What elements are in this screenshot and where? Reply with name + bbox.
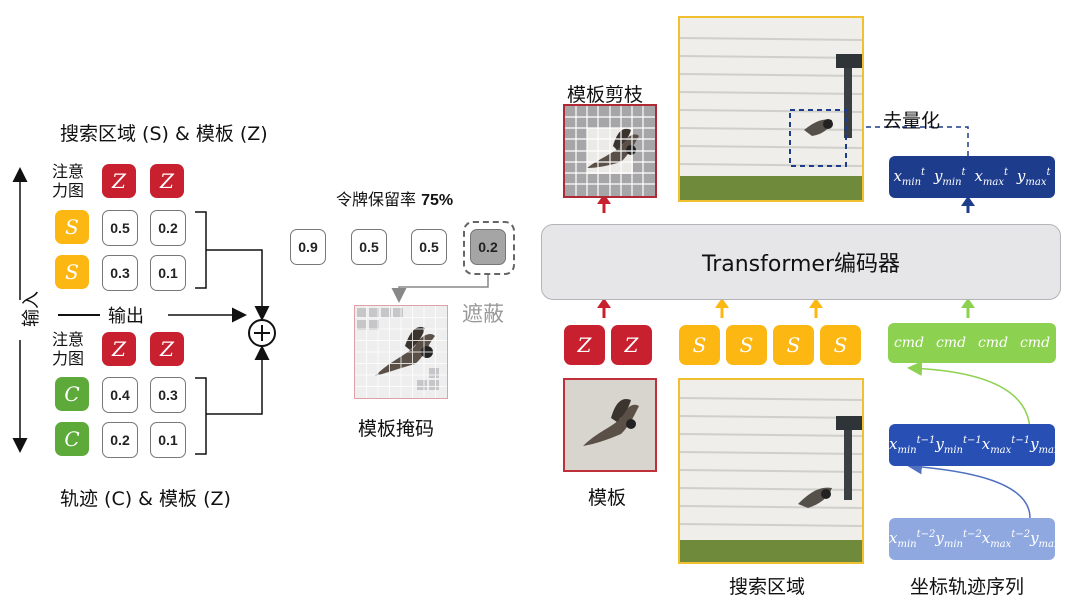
output-label: 输出 <box>108 306 144 327</box>
score-cell: 0.2 <box>150 210 186 246</box>
score-token: 0.5 <box>351 229 387 265</box>
coord-caption: 坐标轨迹序列 <box>910 576 1025 598</box>
search-region-output-image <box>678 16 864 202</box>
c-token: C <box>55 422 89 456</box>
search-region-input-image <box>678 378 864 564</box>
coord-sequence-t-minus-1: xmint−1 ymint−1 xmaxt−1 ymaxt−1 <box>889 424 1078 466</box>
score-token: 0.5 <box>411 229 447 265</box>
masked-score-token: 0.2 <box>470 229 506 265</box>
score-cell: 0.4 <box>102 377 138 413</box>
s-token: S <box>820 325 861 365</box>
score-token: 0.9 <box>290 229 326 265</box>
attention-label-top: 注意 力图 <box>52 162 85 200</box>
up-arrows <box>597 194 975 318</box>
z-token: Z <box>611 325 652 365</box>
retention-label: 令牌保留率 75% <box>336 190 454 209</box>
coord-sequence-t: xmint ymint xmaxt ymaxt <box>889 156 1055 198</box>
score-cell: 0.1 <box>150 422 186 458</box>
transformer-encoder: Transformer编码器 <box>541 224 1061 300</box>
template-image <box>563 378 657 472</box>
top-caption: 搜索区域 (S) & 模板 (Z) <box>60 123 268 145</box>
template-mask-image <box>354 305 448 399</box>
s-token: S <box>679 325 720 365</box>
s-token: S <box>773 325 814 365</box>
score-cell: 0.2 <box>102 422 138 458</box>
dequant-label: 去量化 <box>883 110 941 132</box>
s-token: S <box>726 325 767 365</box>
cmd-tokens: cmd cmd cmd cmd <box>888 323 1056 363</box>
s-token: S <box>55 255 89 289</box>
score-cell: 0.3 <box>102 255 138 291</box>
pruned-template-image <box>563 104 657 198</box>
score-cell: 0.5 <box>102 210 138 246</box>
template-caption: 模板 <box>588 487 627 509</box>
c-token: C <box>55 377 89 411</box>
coord-sequence-t-minus-2: xmint−2 ymint−2 xmaxt−2 ymaxt−2 <box>889 518 1078 560</box>
prune-caption: 模板剪枝 <box>567 84 644 106</box>
score-cell: 0.1 <box>150 255 186 291</box>
z-token: Z <box>150 332 184 366</box>
search-caption: 搜索区域 <box>729 576 806 598</box>
s-token: S <box>55 210 89 244</box>
z-token: Z <box>150 164 184 198</box>
z-token: Z <box>102 164 136 198</box>
z-token: Z <box>564 325 605 365</box>
template-mask-caption: 模板掩码 <box>358 418 435 440</box>
bottom-caption: 轨迹 (C) & 模板 (Z) <box>60 488 231 510</box>
mask-label: 遮蔽 <box>462 302 504 326</box>
masked-token-frame <box>463 221 515 275</box>
score-cell: 0.3 <box>150 377 186 413</box>
input-label: 输入 <box>21 291 42 327</box>
attention-label-bottom: 注意 力图 <box>52 330 85 368</box>
z-token: Z <box>102 332 136 366</box>
